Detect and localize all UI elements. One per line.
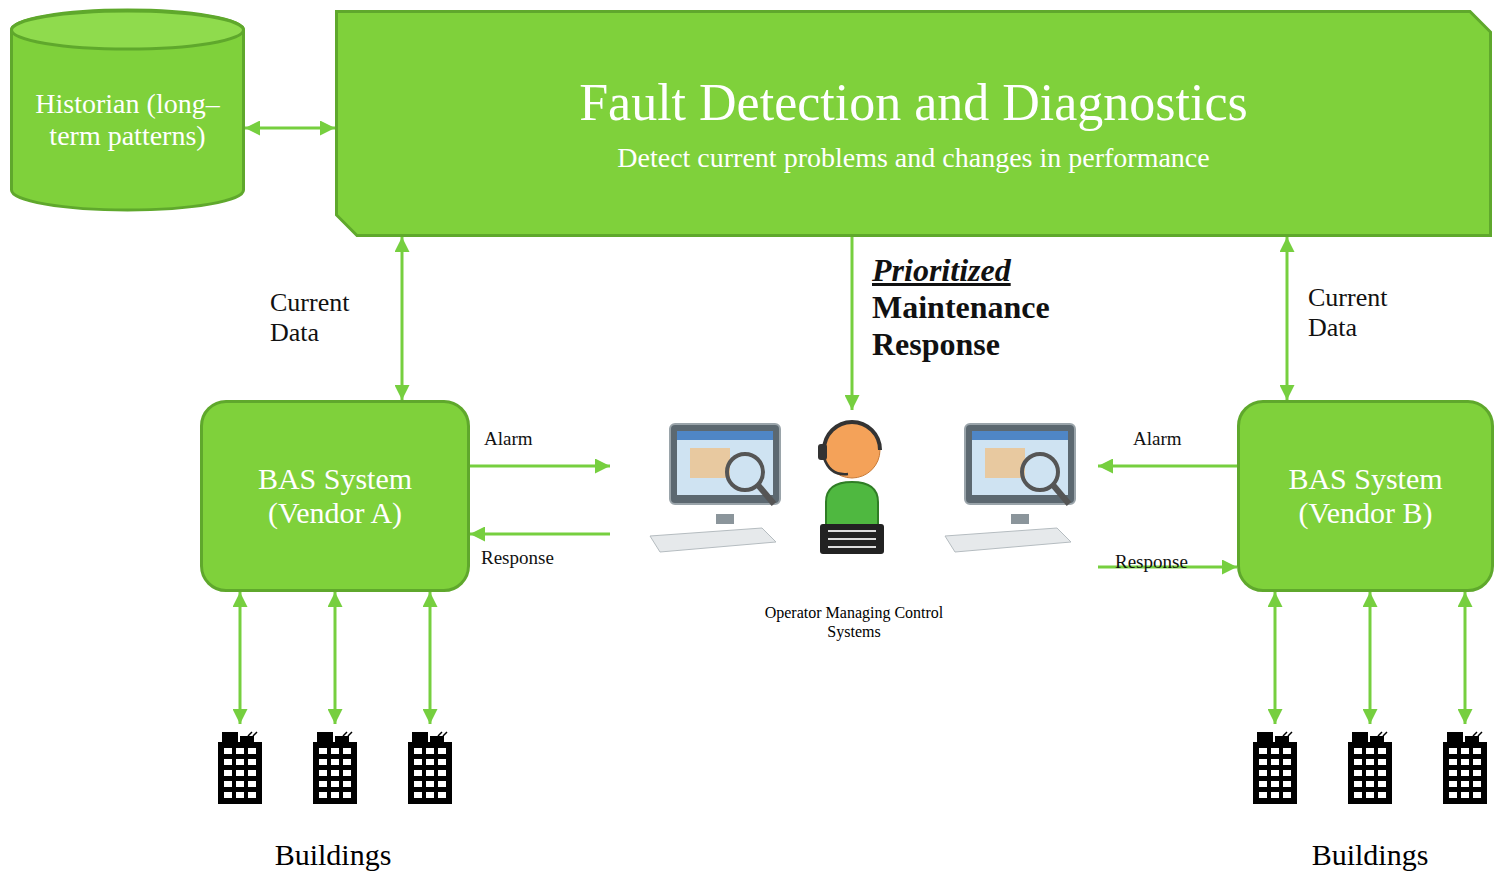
connector-arrow (470, 533, 610, 536)
operator-figure (818, 422, 884, 554)
node-subtitle: Detect current problems and changes in p… (617, 142, 1209, 174)
fdd-box: Fault Detection and DiagnosticsDetect cu… (335, 10, 1492, 237)
workstation-icon (650, 424, 780, 552)
building-icon (1253, 732, 1297, 804)
edge-label: Current Data (270, 288, 380, 348)
building-wire (239, 592, 242, 724)
building-wire (1464, 592, 1467, 724)
operator-station: Operator Managing Control Systems (610, 410, 1098, 645)
group-label: Buildings (233, 838, 433, 872)
building-icon (1348, 732, 1392, 804)
building-icon (313, 732, 357, 804)
node-title: Fault Detection and Diagnostics (579, 73, 1248, 133)
node-title: BAS System (Vendor B) (1254, 462, 1477, 531)
connector-arrow (245, 127, 335, 130)
connector-arrow (1286, 237, 1289, 400)
connector-arrow (401, 237, 404, 400)
edge-label: Alarm (484, 428, 533, 450)
bas-box: BAS System (Vendor A) (200, 400, 470, 592)
building-wire (1369, 592, 1372, 724)
building-wire (1274, 592, 1277, 724)
edge-label: PrioritizedMaintenance Response (872, 252, 1142, 362)
building-icon (1443, 732, 1487, 804)
edge-label: Response (1115, 551, 1188, 573)
group-label: Buildings (1270, 838, 1470, 872)
building-wire (429, 592, 432, 724)
edge-label: Response (481, 547, 554, 569)
edge-label: Current Data (1308, 283, 1418, 343)
node-title: Historian (long–term patterns) (33, 88, 223, 152)
building-wire (334, 592, 337, 724)
node-title: BAS System (Vendor A) (217, 462, 453, 531)
connector-arrow (1098, 465, 1237, 468)
bas-box: BAS System (Vendor B) (1237, 400, 1494, 592)
edge-label: Alarm (1133, 428, 1182, 450)
connector-arrow (851, 237, 854, 410)
building-icon (218, 732, 262, 804)
operator-caption: Operator Managing Control Systems (754, 604, 954, 641)
building-icon (408, 732, 452, 804)
workstation-icon (945, 424, 1075, 552)
connector-arrow (470, 465, 610, 468)
historian-cylinder: Historian (long–term patterns) (10, 10, 245, 210)
